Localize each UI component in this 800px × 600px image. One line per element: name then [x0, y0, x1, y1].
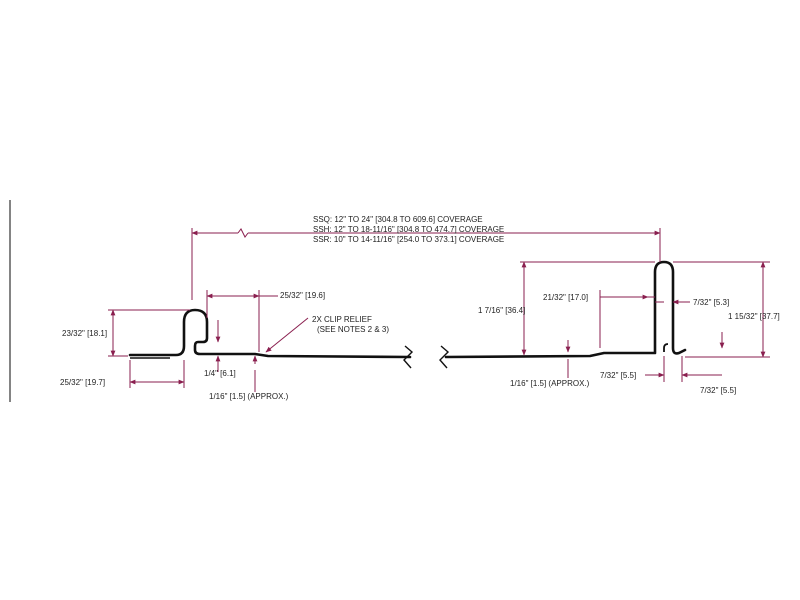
clip-relief-label: 2X CLIP RELIEF [312, 315, 372, 324]
coverage-dimension [191, 228, 661, 300]
left-base-width-label: 25/32" [19.7] [60, 378, 105, 387]
coverage-ssh: SSH: 12" TO 18-11/16" [304.8 TO 474.7] C… [313, 225, 504, 234]
left-height-dimension [108, 309, 190, 357]
right-outer-height-label: 1 15/32" [37.7] [728, 312, 780, 321]
coverage-ssq: SSQ: 12" TO 24" [304.8 TO 609.6] COVERAG… [313, 215, 483, 224]
right-bottom-b-dimension [681, 356, 722, 382]
right-bottom-a-dimension [645, 356, 665, 382]
right-hook [663, 343, 669, 352]
right-width-a-label: 21/32" [17.0] [543, 293, 588, 302]
break-symbol-right [439, 345, 450, 369]
break-symbol-left [403, 345, 414, 369]
left-base-width-dimension [129, 360, 185, 388]
left-clip-width-label: 25/32" [19.6] [280, 291, 325, 300]
panel-profile [128, 260, 687, 369]
clip-relief-notes: (SEE NOTES 2 & 3) [317, 325, 389, 334]
right-offset-label: 1/16" [1.5] (APPROX.) [510, 379, 590, 388]
left-height-label: 23/32" [18.1] [62, 329, 107, 338]
left-offset-label: 1/16" [1.5] (APPROX.) [209, 392, 289, 401]
clip-relief-leader [265, 317, 309, 353]
right-inner-height-label: 1 7/16" [36.4] [478, 306, 525, 315]
right-width-b-label: 7/32" [5.3] [693, 298, 729, 307]
right-bottom-a-label: 7/32" [5.5] [600, 371, 636, 380]
left-clip-width-dimension [206, 290, 278, 352]
coverage-ssr: SSR: 10" TO 14-11/16" [254.0 TO 373.1] C… [313, 235, 504, 244]
left-seam-profile [128, 308, 412, 359]
right-seam-profile [444, 260, 687, 359]
left-step-label: 1/4" [6.1] [204, 369, 236, 378]
right-width-a-dimension [599, 290, 655, 348]
right-bottom-b-label: 7/32" [5.5] [700, 386, 736, 395]
right-inner-height-dimension [520, 261, 655, 356]
right-outer-height-dimension [673, 261, 770, 358]
